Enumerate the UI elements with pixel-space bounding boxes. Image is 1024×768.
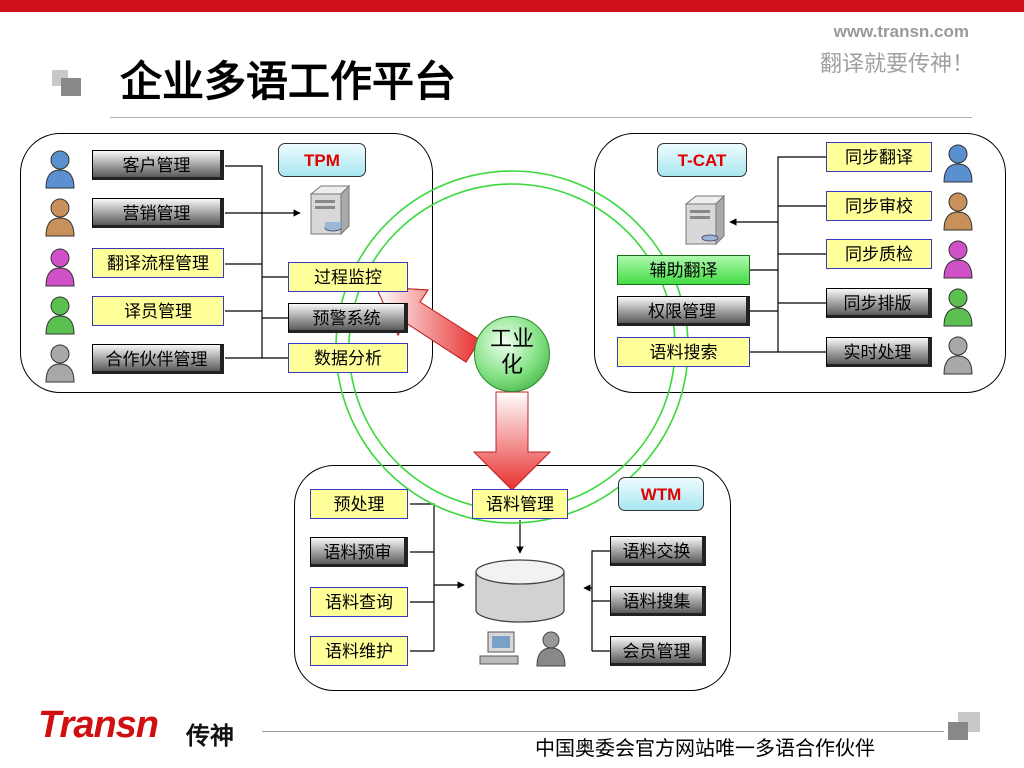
industrialization-hub: 工业 化	[474, 316, 550, 392]
wtm-item-query[interactable]: 语料查询	[310, 587, 408, 617]
top-accent-bar	[0, 0, 1024, 12]
person-icon	[45, 344, 75, 383]
wtm-item-member[interactable]: 会员管理	[610, 636, 706, 666]
brand-logo: Transn	[38, 704, 159, 746]
tpm-item-analysis[interactable]: 数据分析	[288, 343, 408, 373]
person-icon	[943, 144, 973, 183]
tpm-item-translator[interactable]: 译员管理	[92, 296, 224, 326]
person-icon	[536, 631, 566, 667]
tcat-item-assist[interactable]: 辅助翻译	[617, 255, 750, 285]
tpm-item-marketing[interactable]: 营销管理	[92, 198, 224, 228]
tcat-item-sync-translate[interactable]: 同步翻译	[826, 142, 932, 172]
server-icon	[684, 194, 726, 246]
tcat-tag: T-CAT	[657, 143, 747, 177]
tpm-item-partner[interactable]: 合作伙伴管理	[92, 344, 224, 374]
wtm-item-corpus-manage[interactable]: 语料管理	[472, 489, 568, 519]
footer-divider	[262, 731, 944, 732]
wtm-item-prereview[interactable]: 语料预审	[310, 537, 408, 567]
database-icon	[475, 559, 565, 623]
wtm-item-exchange[interactable]: 语料交换	[610, 536, 706, 566]
wtm-item-preprocess[interactable]: 预处理	[310, 489, 408, 519]
person-icon	[943, 240, 973, 279]
person-icon	[45, 296, 75, 335]
slogan: 翻译就要传神！	[819, 52, 974, 77]
computer-icon	[479, 631, 519, 665]
tcat-item-sync-review[interactable]: 同步审校	[826, 191, 932, 221]
tpm-item-workflow[interactable]: 翻译流程管理	[92, 248, 224, 278]
server-icon	[309, 184, 351, 236]
person-icon	[943, 336, 973, 375]
person-icon	[943, 288, 973, 327]
wtm-tag: WTM	[618, 477, 704, 511]
tpm-item-monitor[interactable]: 过程监控	[288, 262, 408, 292]
footer-square-dark	[948, 722, 968, 740]
footer-text: 中国奥委会官方网站唯一多语合作伙伴	[535, 736, 875, 760]
site-url[interactable]: www.transn.com	[833, 22, 969, 41]
brand-logo-cn: 传神	[186, 722, 234, 750]
wtm-item-maintain[interactable]: 语料维护	[310, 636, 408, 666]
tpm-item-customer[interactable]: 客户管理	[92, 150, 224, 180]
page-title: 企业多语工作平台	[120, 57, 457, 106]
wtm-item-collect[interactable]: 语料搜集	[610, 586, 706, 616]
person-icon	[45, 150, 75, 189]
hub-line2: 化	[500, 353, 523, 378]
tpm-tag: TPM	[278, 143, 366, 177]
person-icon	[45, 198, 75, 237]
tcat-item-sync-qa[interactable]: 同步质检	[826, 239, 932, 269]
title-bullet-dark	[61, 78, 81, 96]
tcat-item-search[interactable]: 语料搜索	[617, 337, 750, 367]
person-icon	[943, 192, 973, 231]
person-icon	[45, 248, 75, 287]
tcat-item-permission[interactable]: 权限管理	[617, 296, 750, 326]
title-divider	[110, 117, 972, 118]
hub-line1: 工业	[489, 327, 534, 352]
tcat-item-realtime[interactable]: 实时处理	[826, 337, 932, 367]
tcat-item-sync-layout[interactable]: 同步排版	[826, 288, 932, 318]
tpm-item-alert[interactable]: 预警系统	[288, 303, 408, 333]
